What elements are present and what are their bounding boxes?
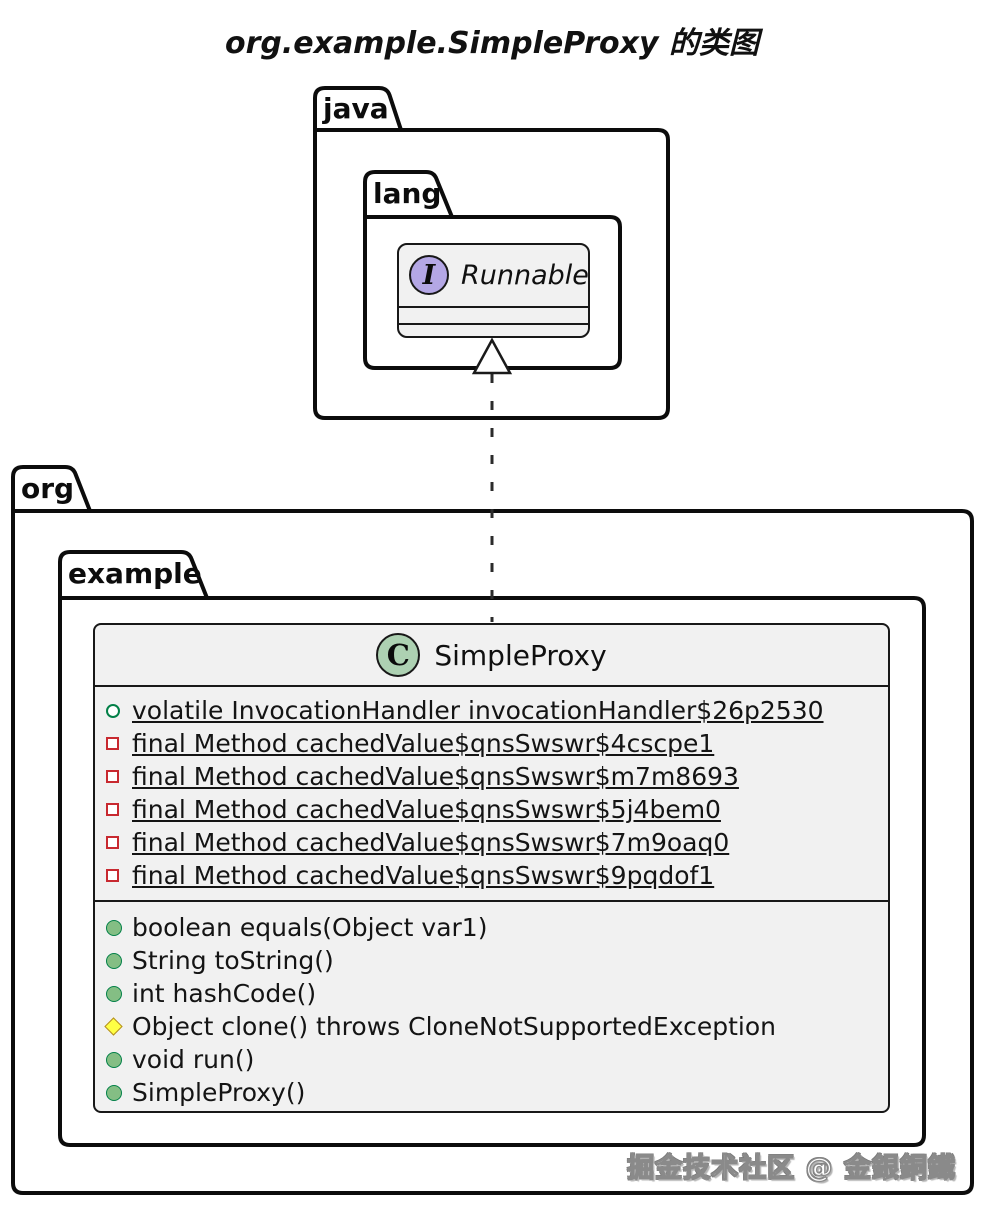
- package-label-lang: lang: [373, 177, 442, 210]
- visibility-private-field-icon: [106, 737, 119, 750]
- field-row: final Method cachedValue$qnsSwswr$4cscpe…: [95, 727, 888, 760]
- method-text: boolean equals(Object var1): [132, 913, 488, 942]
- method-text: Object clone() throws CloneNotSupportedE…: [132, 1012, 776, 1041]
- class-name: SimpleProxy: [434, 638, 607, 672]
- realization-triangle-arrowhead: [471, 337, 513, 375]
- package-label-example: example: [68, 557, 202, 590]
- visibility-public-method-icon: [106, 1084, 122, 1101]
- class-simpleproxy-box: C SimpleProxy volatile InvocationHandler…: [93, 623, 890, 1113]
- interface-header: I Runnable: [399, 245, 589, 295]
- field-text: final Method cachedValue$qnsSwswr$4cscpe…: [132, 729, 715, 758]
- watermark-text: 掘金技术社区 @ 金銀銅鐵: [627, 1152, 956, 1184]
- field-text: final Method cachedValue$qnsSwswr$9pqdof…: [132, 861, 715, 890]
- field-text: volatile InvocationHandler invocationHan…: [132, 696, 824, 725]
- interface-methods-separator: [399, 323, 588, 325]
- visibility-protected-method-icon: [104, 1017, 123, 1036]
- diagram-title: org.example.SimpleProxy 的类图: [224, 26, 760, 61]
- field-text: final Method cachedValue$qnsSwswr$7m9oaq…: [132, 828, 730, 857]
- field-row: volatile InvocationHandler invocationHan…: [95, 694, 888, 727]
- visibility-public-method-icon: [106, 952, 122, 969]
- interface-fields-separator: [399, 306, 588, 308]
- field-text: final Method cachedValue$qnsSwswr$5j4bem…: [132, 795, 721, 824]
- package-label-org: org: [21, 472, 75, 505]
- visibility-public-method-icon: [106, 1051, 122, 1068]
- method-row: SimpleProxy(): [95, 1076, 888, 1109]
- method-text: String toString(): [132, 946, 334, 975]
- field-row: final Method cachedValue$qnsSwswr$7m9oaq…: [95, 826, 888, 859]
- class-methods-compartment: boolean equals(Object var1) String toStr…: [95, 902, 888, 1109]
- visibility-public-method-icon: [106, 985, 122, 1002]
- method-text: void run(): [132, 1045, 255, 1074]
- visibility-public-method-icon: [106, 919, 122, 936]
- class-fields-compartment: volatile InvocationHandler invocationHan…: [95, 687, 888, 902]
- visibility-private-field-icon: [106, 803, 119, 816]
- visibility-private-field-icon: [106, 869, 119, 882]
- method-text: int hashCode(): [132, 979, 317, 1008]
- interface-runnable-box: I Runnable: [397, 243, 590, 338]
- method-text: SimpleProxy(): [132, 1078, 306, 1107]
- method-row: boolean equals(Object var1): [95, 911, 888, 944]
- interface-name: Runnable: [461, 259, 589, 291]
- visibility-private-field-icon: [106, 770, 119, 783]
- interface-badge-icon: I: [409, 255, 449, 295]
- visibility-private-field-icon: [106, 836, 119, 849]
- field-text: final Method cachedValue$qnsSwswr$m7m869…: [132, 762, 739, 791]
- field-row: final Method cachedValue$qnsSwswr$9pqdof…: [95, 859, 888, 892]
- method-row: void run(): [95, 1043, 888, 1076]
- field-row: final Method cachedValue$qnsSwswr$5j4bem…: [95, 793, 888, 826]
- package-label-java: java: [323, 92, 389, 125]
- method-row: int hashCode(): [95, 977, 888, 1010]
- field-row: final Method cachedValue$qnsSwswr$m7m869…: [95, 760, 888, 793]
- method-row: Object clone() throws CloneNotSupportedE…: [95, 1010, 888, 1043]
- method-row: String toString(): [95, 944, 888, 977]
- class-badge-icon: C: [376, 633, 421, 677]
- visibility-package-field-icon: [106, 703, 120, 718]
- class-header: C SimpleProxy: [95, 625, 888, 687]
